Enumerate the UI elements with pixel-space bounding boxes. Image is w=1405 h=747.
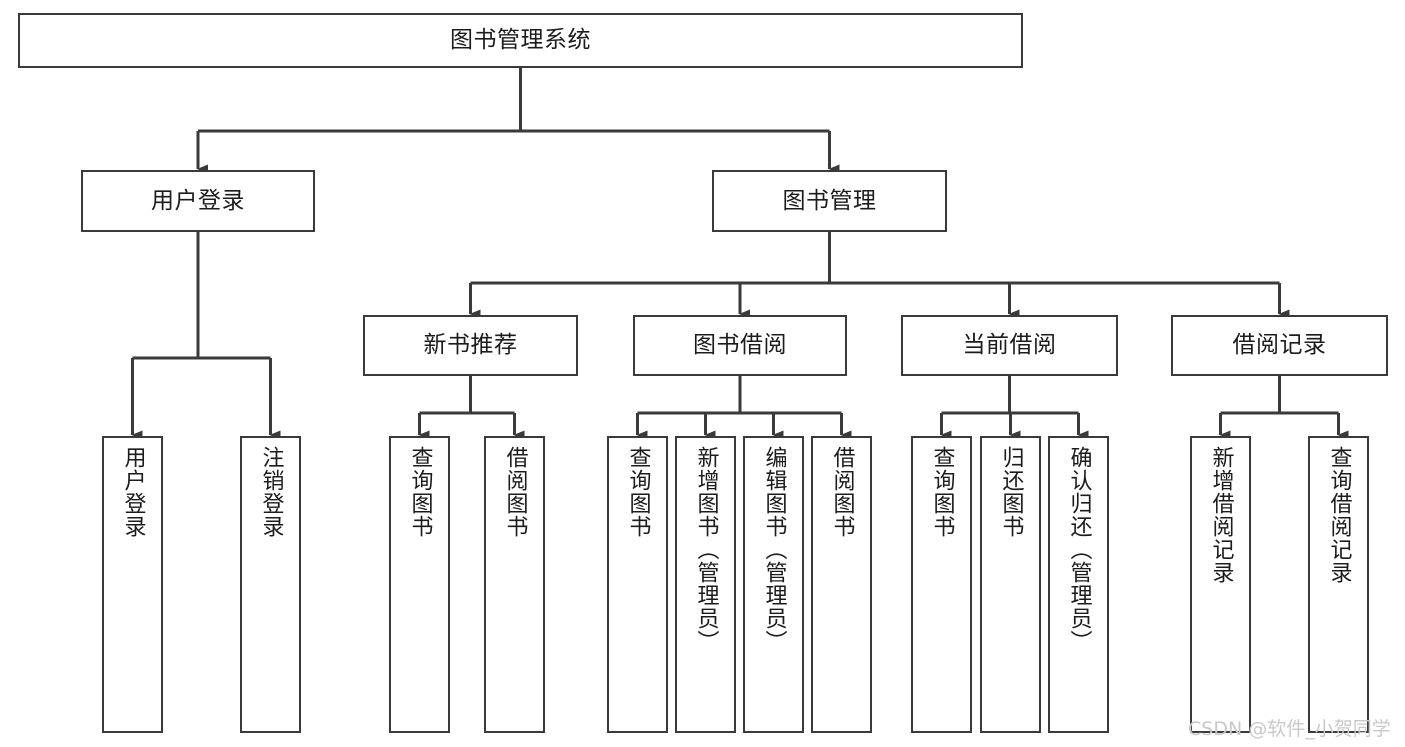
node-label: 新增借阅记录 — [1208, 446, 1234, 584]
node-label: 新增图书（管理员） — [693, 446, 719, 653]
node-l11[interactable]: 确认归还（管理员） — [1048, 436, 1109, 733]
node-l8[interactable]: 借阅图书 — [811, 436, 872, 733]
node-l4[interactable]: 借阅图书 — [484, 436, 545, 733]
node-label: 查询借阅记录 — [1326, 446, 1352, 584]
node-login[interactable]: 用户登录 — [81, 170, 315, 232]
node-label: 确认归还（管理员） — [1066, 446, 1092, 653]
node-l6[interactable]: 新增图书（管理员） — [675, 436, 736, 733]
node-label: 注销登录 — [258, 446, 284, 538]
node-l1[interactable]: 用户登录 — [102, 436, 163, 733]
node-l13[interactable]: 查询借阅记录 — [1308, 436, 1369, 733]
csdn-watermark: CSDN @软件_小贺同学 — [1188, 718, 1391, 740]
node-label: 图书管理系统 — [450, 27, 591, 54]
node-records[interactable]: 借阅记录 — [1171, 315, 1388, 376]
node-l5[interactable]: 查询图书 — [607, 436, 668, 733]
node-l7[interactable]: 编辑图书（管理员） — [743, 436, 804, 733]
node-label: 归还图书 — [998, 446, 1024, 538]
node-l12[interactable]: 新增借阅记录 — [1190, 436, 1251, 733]
node-borrow[interactable]: 图书借阅 — [633, 315, 847, 376]
node-label: 借阅图书 — [829, 446, 855, 538]
node-l3[interactable]: 查询图书 — [389, 436, 450, 733]
node-label: 用户登录 — [151, 187, 245, 214]
node-label: 查询图书 — [625, 446, 651, 538]
node-label: 查询图书 — [407, 446, 433, 538]
node-current[interactable]: 当前借阅 — [901, 315, 1118, 376]
node-l2[interactable]: 注销登录 — [240, 436, 301, 733]
node-label: 图书管理 — [782, 187, 877, 214]
node-bookmgmt[interactable]: 图书管理 — [712, 170, 947, 232]
node-root[interactable]: 图书管理系统 — [18, 13, 1023, 68]
node-label: 当前借阅 — [962, 332, 1057, 359]
node-label: 图书借阅 — [693, 332, 787, 359]
node-label: 查询图书 — [929, 446, 955, 538]
node-label: 借阅图书 — [502, 446, 528, 538]
node-label: 用户登录 — [120, 446, 146, 538]
node-label: 借阅记录 — [1232, 332, 1327, 359]
node-l10[interactable]: 归还图书 — [980, 436, 1041, 733]
node-label: 新书推荐 — [423, 332, 518, 359]
node-newbook[interactable]: 新书推荐 — [363, 315, 578, 376]
node-label: 编辑图书（管理员） — [761, 446, 787, 653]
node-l9[interactable]: 查询图书 — [911, 436, 972, 733]
